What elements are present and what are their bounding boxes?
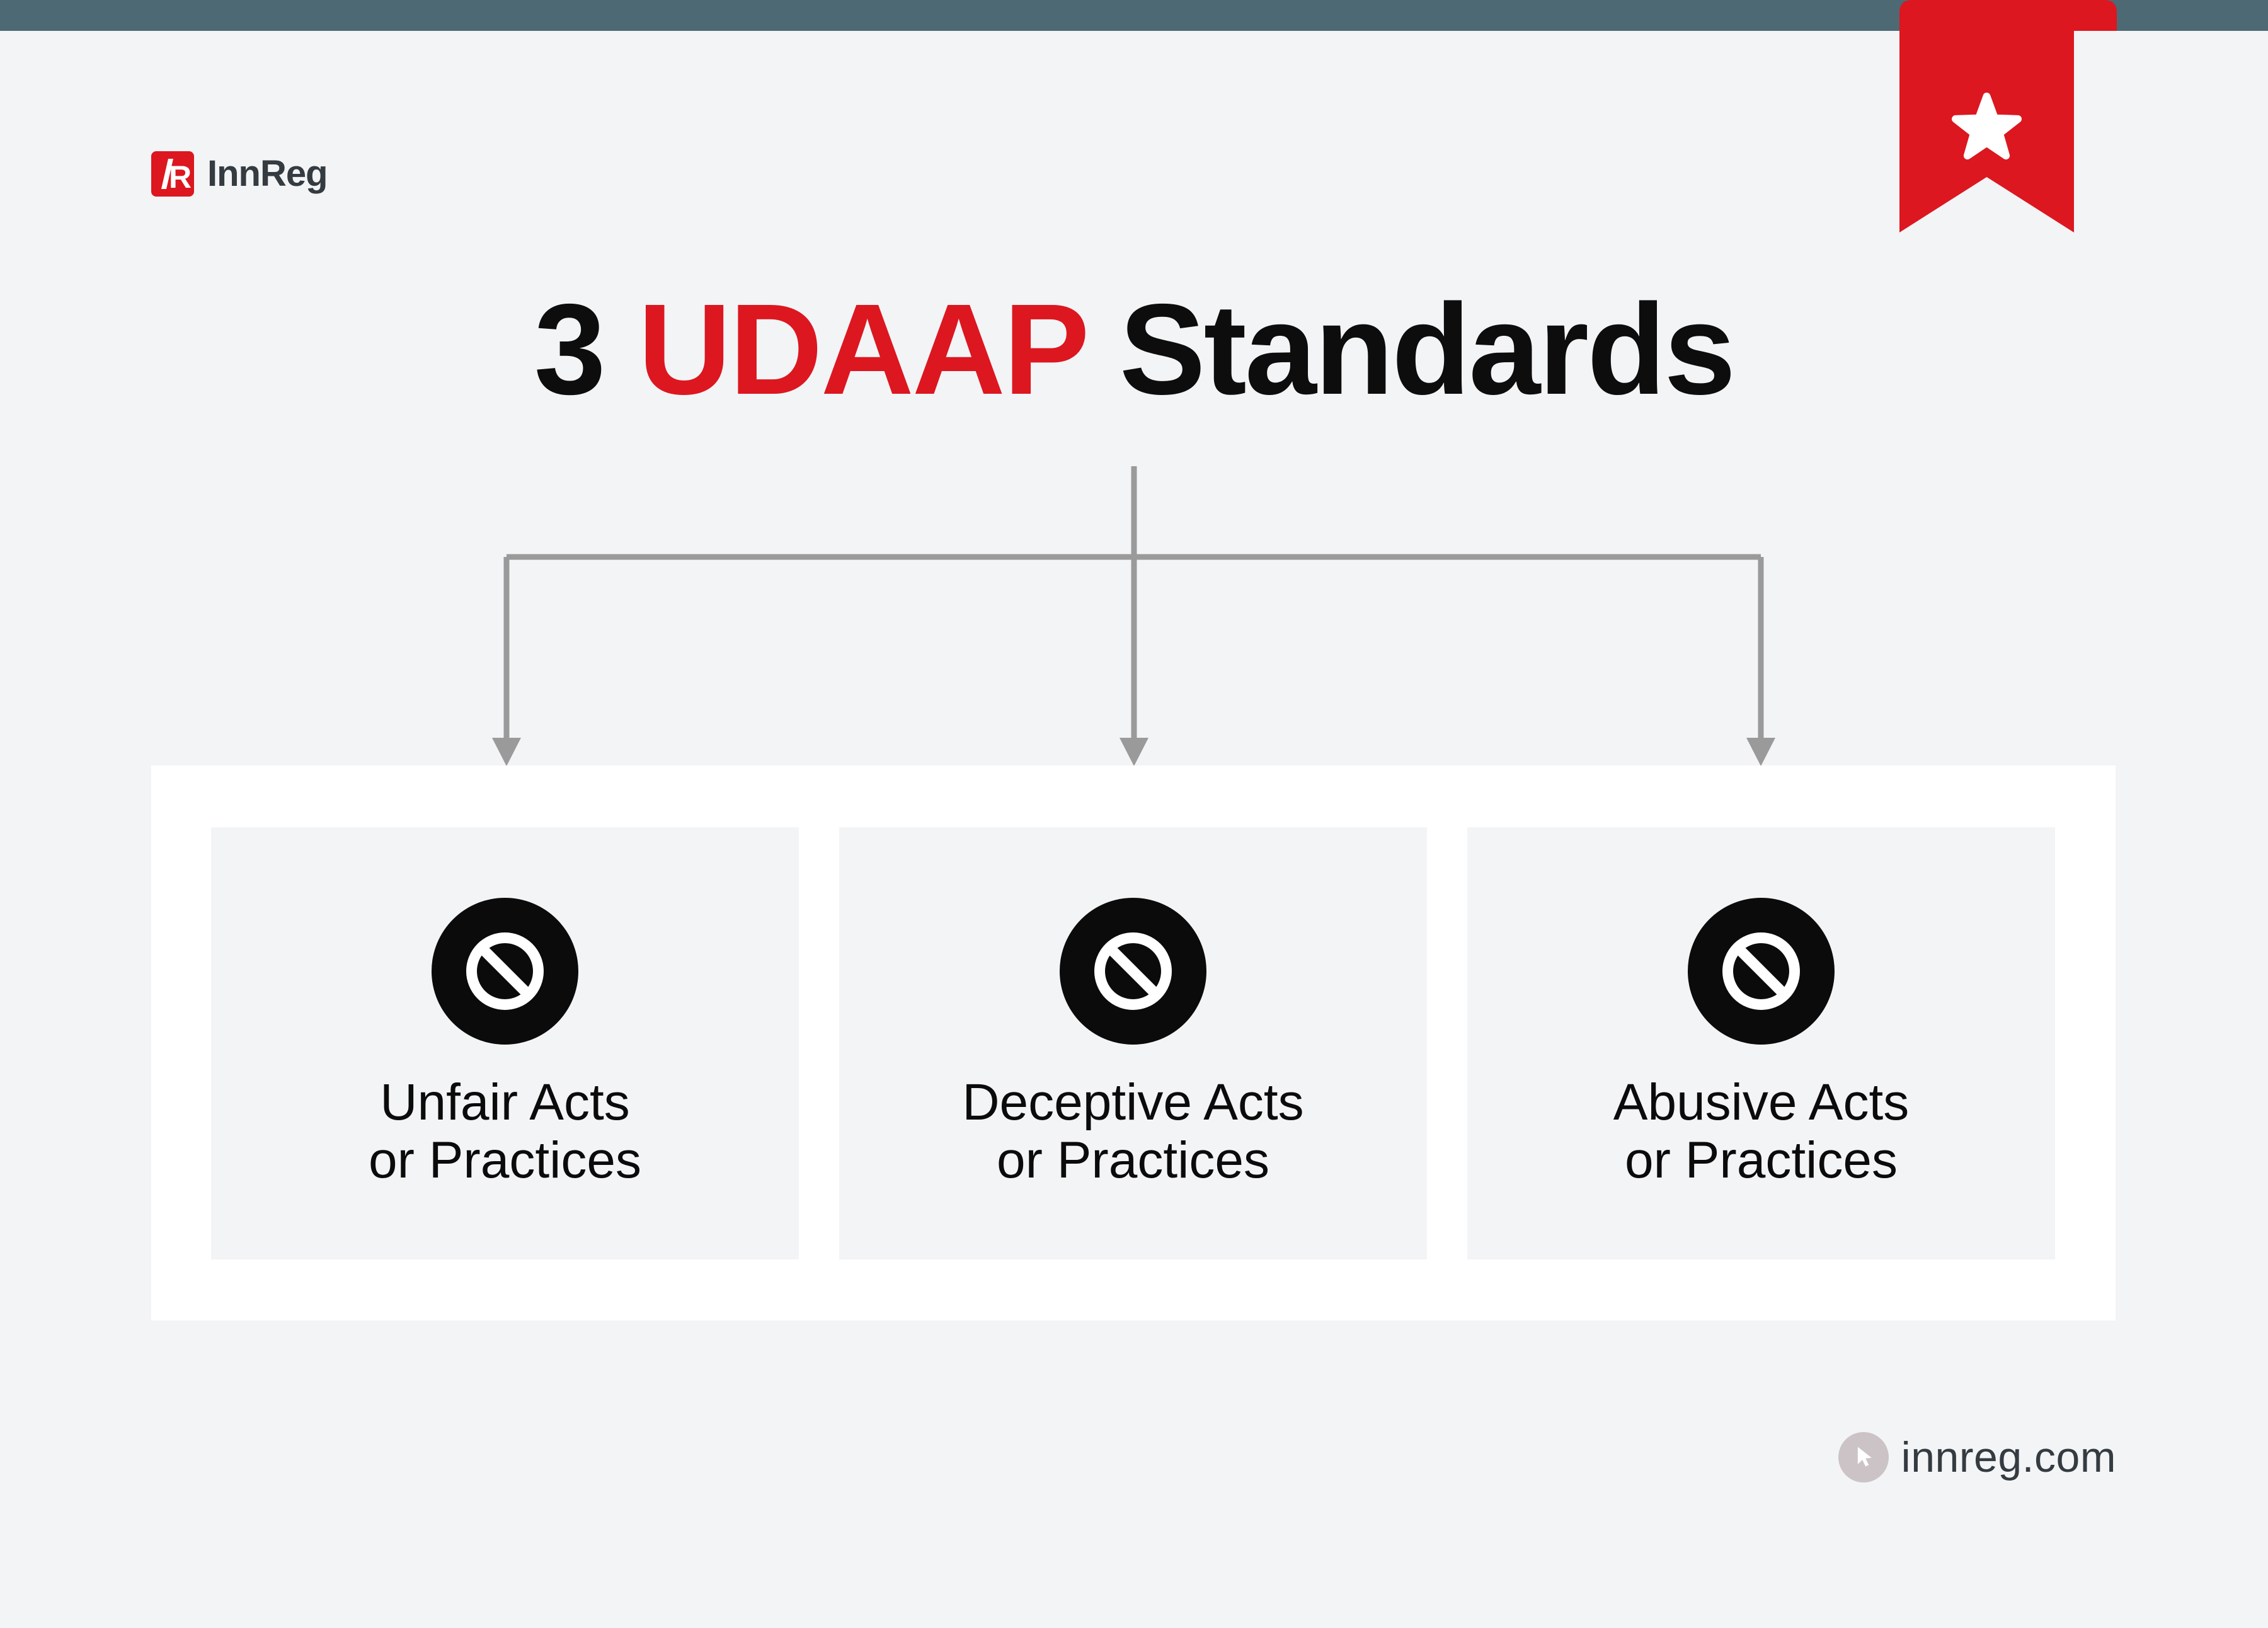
standard-label: Deceptive Acts or Practices — [962, 1074, 1303, 1189]
title-highlight: UDAAP — [638, 277, 1087, 421]
standard-card-deceptive: Deceptive Acts or Practices — [839, 827, 1427, 1259]
bookmark-ribbon — [1899, 0, 2117, 233]
footer: innreg.com — [1838, 1432, 2116, 1482]
standard-card-unfair: Unfair Acts or Practices — [211, 827, 799, 1259]
prohibition-icon — [1060, 897, 1206, 1045]
connector-lines — [485, 460, 1783, 769]
prohibition-icon — [1688, 897, 1835, 1045]
standards-panel: Unfair Acts or Practices Deceptive Acts … — [151, 765, 2116, 1321]
website-link[interactable]: innreg.com — [1901, 1433, 2116, 1481]
standard-label-line2: or Practices — [1625, 1131, 1898, 1189]
logo-letter: R — [169, 159, 192, 195]
standard-label: Unfair Acts or Practices — [369, 1074, 641, 1189]
star-icon — [1952, 93, 2022, 160]
standard-label-line1: Abusive Acts — [1613, 1073, 1910, 1131]
logo-r-glyph: R — [161, 159, 192, 195]
innreg-logo-icon: R — [151, 151, 194, 197]
brand-logo: R InnReg — [151, 151, 328, 197]
title-prefix: 3 — [534, 277, 638, 421]
standard-label-line2: or Practices — [997, 1131, 1269, 1189]
cursor-icon — [1838, 1432, 1889, 1482]
page-title: 3 UDAAP Standards — [0, 285, 2268, 414]
standard-label: Abusive Acts or Practices — [1613, 1074, 1909, 1189]
standard-label-line1: Unfair Acts — [380, 1073, 630, 1131]
arrowhead-center — [1120, 738, 1148, 766]
brand-name: InnReg — [207, 153, 328, 194]
arrowhead-left — [492, 738, 521, 766]
prohibition-icon — [432, 897, 578, 1045]
standard-card-abusive: Abusive Acts or Practices — [1467, 827, 2055, 1259]
top-bar — [0, 0, 2268, 31]
title-suffix: Standards — [1085, 277, 1736, 421]
standard-label-line1: Deceptive Acts — [962, 1073, 1304, 1131]
arrowhead-right — [1746, 738, 1775, 766]
standard-label-line2: or Practices — [369, 1131, 641, 1189]
